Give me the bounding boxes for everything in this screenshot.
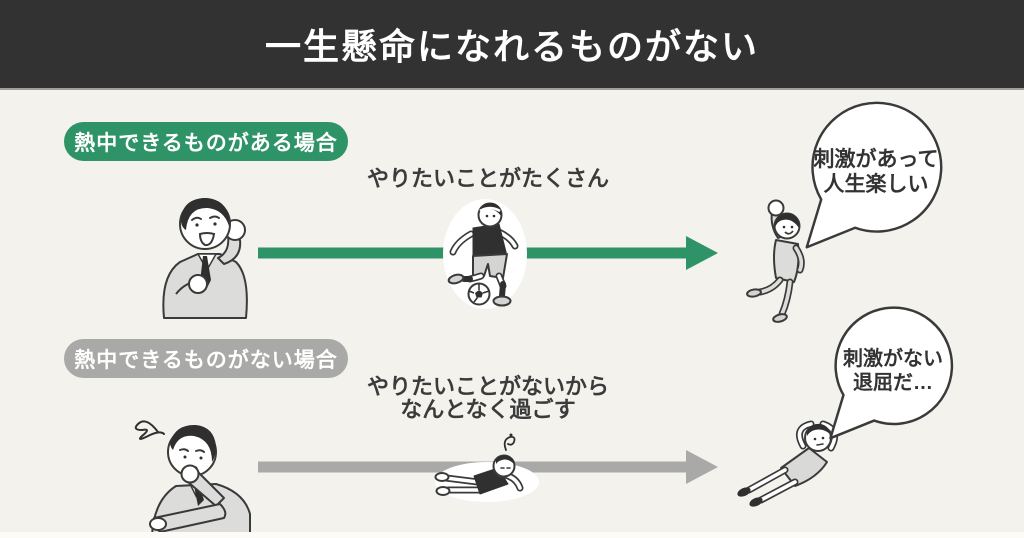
sigh-squiggle-icon xyxy=(503,435,516,451)
bottom-margin-strip xyxy=(0,532,1024,538)
caption-no-passion: やりたいことがないから なんとなく過ごす xyxy=(366,374,609,422)
soccer-player-illustration xyxy=(443,198,531,310)
annoyed-scribble-icon xyxy=(134,420,165,440)
badge-no-passion: 熱中できるものがない場合 xyxy=(64,339,348,378)
bored-thinking-man-illustration xyxy=(128,410,263,536)
badge-has-passion: 熱中できるものがある場合 xyxy=(64,122,348,161)
page-title: 一生懸命になれるものがない xyxy=(264,26,759,67)
caption-has-passion: やりたいことがたくさん xyxy=(366,166,609,191)
title-bar: 一生懸命になれるものがない xyxy=(0,0,1024,90)
lying-bored-person-illustration xyxy=(733,408,851,507)
jumping-happy-man-illustration xyxy=(742,198,810,323)
lying-napping-person-illustration xyxy=(432,430,550,502)
bubble-text-fun: 刺激があって 人生楽しい xyxy=(813,148,939,196)
speech-bubble-bored xyxy=(826,306,960,452)
speech-bubble-fun xyxy=(801,101,951,262)
excited-businessman-illustration xyxy=(148,190,263,319)
bubble-text-bored: 刺激がない 退屈だ… xyxy=(843,348,943,394)
